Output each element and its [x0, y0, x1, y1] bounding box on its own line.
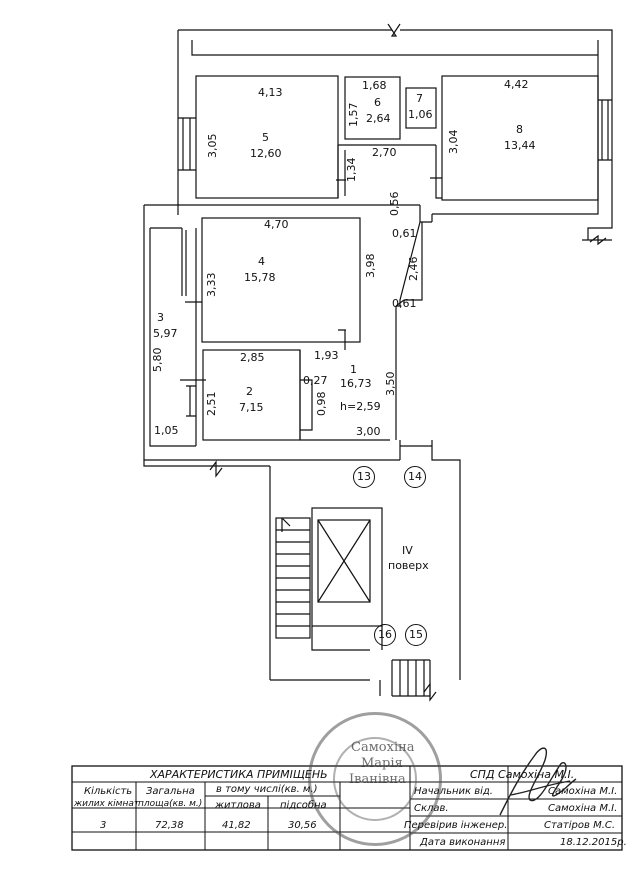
room-7-area: 1,06 [408, 108, 433, 121]
dim-4-13: 4,13 [258, 86, 283, 99]
room-6-number: 6 [374, 96, 381, 109]
dim-3-33: 3,33 [205, 272, 218, 298]
stamp-line-3: Іванівна [349, 772, 406, 787]
td-total: 72,38 [155, 820, 184, 831]
room-4-ticks [185, 301, 346, 350]
room-4-area: 15,78 [244, 271, 276, 284]
dim-4-42: 4,42 [504, 78, 529, 91]
dim-0-61b: 0,61 [392, 297, 417, 310]
dim-1-57: 1,57 [347, 102, 360, 128]
stamp-line-1: Самохіна [351, 740, 415, 755]
stair-hall-walls [143, 440, 461, 696]
dim-2-70: 2,70 [372, 146, 397, 159]
wall-room-4 [201, 217, 361, 343]
td-living: 41,82 [222, 820, 251, 831]
break-mark-bottom [423, 682, 437, 702]
axis-16: 16 [374, 624, 396, 646]
axis-14: 14 [404, 466, 426, 488]
room-8-area: 13,44 [504, 139, 536, 152]
left-outer-wall [143, 204, 420, 461]
axis-15: 15 [405, 624, 427, 646]
wall-room-6 [344, 76, 401, 140]
room-2-area: 7,15 [239, 401, 264, 414]
td-auxiliary: 30,56 [288, 820, 317, 831]
dim-0-61a: 0,61 [392, 227, 417, 240]
sig-row-1-label: Начальник від. [414, 786, 493, 797]
room-1-height: h=2,59 [340, 400, 381, 413]
dim-1-93: 1,93 [314, 349, 339, 362]
dim-3-05: 3,05 [206, 133, 219, 159]
window-room-8 [598, 99, 612, 161]
dim-0-56: 0,56 [388, 191, 401, 217]
sig-row-3-name: Статіров М.С. [544, 820, 616, 831]
sig-row-1-name: Самохіна М.І. [548, 786, 618, 797]
wall-room-5 [195, 75, 339, 199]
td-rooms: 3 [100, 820, 107, 831]
room-5-area: 12,60 [250, 147, 282, 160]
room-3-number: 3 [157, 311, 164, 324]
room-1-number: 1 [350, 363, 357, 376]
elevator-shaft [311, 507, 383, 651]
room-4-number: 4 [258, 255, 265, 268]
dim-3-00: 3,00 [356, 425, 381, 438]
stamp-line-2: Марія [361, 756, 403, 771]
floor-number: IV [402, 544, 413, 557]
room-8-number: 8 [516, 123, 523, 136]
dim-3-98: 3,98 [364, 253, 377, 279]
signature [499, 747, 577, 816]
room-2-number: 2 [246, 385, 253, 398]
dim-2-46: 2,46 [407, 256, 420, 282]
dim-1-05: 1,05 [154, 424, 179, 437]
date-label: Дата виконання [420, 837, 506, 848]
room-7-number: 7 [416, 92, 423, 105]
th-total-2: площа(кв. м.) [138, 799, 203, 809]
window-room-5 [178, 117, 196, 171]
lower-stair [391, 659, 431, 697]
room-1-area: 16,73 [340, 377, 372, 390]
sig-row-2-label: Склав. [414, 803, 449, 814]
wall-room-7 [405, 87, 437, 129]
table-title: ХАРАКТЕРИСТИКА ПРИМІЩЕНЬ [150, 768, 328, 781]
th-including: в тому числі(кв. м.) [216, 784, 318, 795]
stairs [275, 517, 311, 639]
window-room-3 [186, 385, 196, 417]
room-6-area: 2,64 [366, 112, 391, 125]
outer-wall-top [177, 29, 613, 240]
wall-room-8 [441, 75, 599, 201]
stamp-inner-ring [333, 737, 417, 821]
th-total-1: Загальна [146, 786, 195, 797]
org-name: СПД Самохіна М.І. [470, 768, 575, 781]
sig-row-3-label: Перевірив інженер. [404, 820, 508, 831]
dim-1-34: 1,34 [345, 157, 358, 183]
floor-word: поверх [388, 559, 429, 572]
corridor-walls [336, 144, 442, 199]
th-living: житлова [215, 800, 261, 811]
th-rooms-2: жилих кімнат [74, 799, 140, 809]
break-mark-top [387, 23, 401, 37]
dim-2-51: 2,51 [205, 391, 218, 417]
axis-13: 13 [353, 466, 375, 488]
dim-1-68: 1,68 [362, 79, 387, 92]
break-mark-right [582, 234, 612, 246]
room-2-door [180, 379, 313, 431]
dim-4-70: 4,70 [264, 218, 289, 231]
th-rooms-1: Кількість [84, 786, 133, 797]
dim-3-50: 3,50 [384, 371, 397, 397]
dim-5-80: 5,80 [151, 347, 164, 373]
hall-walls [299, 205, 433, 441]
room-3-area: 5,97 [153, 327, 178, 340]
break-mark-left [209, 460, 223, 478]
dim-0-98: 0,98 [315, 391, 328, 417]
sig-row-2-name: Самохіна М.І. [548, 803, 618, 814]
th-auxiliary: підсобна [280, 800, 327, 811]
date-value: 18.12.2015р. [560, 837, 627, 848]
dim-2-85: 2,85 [240, 351, 265, 364]
official-stamp: Самохіна Марія Іванівна [308, 712, 442, 846]
room-5-number: 5 [262, 131, 269, 144]
dim-0-27: 0,27 [303, 374, 328, 387]
dim-3-04: 3,04 [447, 129, 460, 155]
